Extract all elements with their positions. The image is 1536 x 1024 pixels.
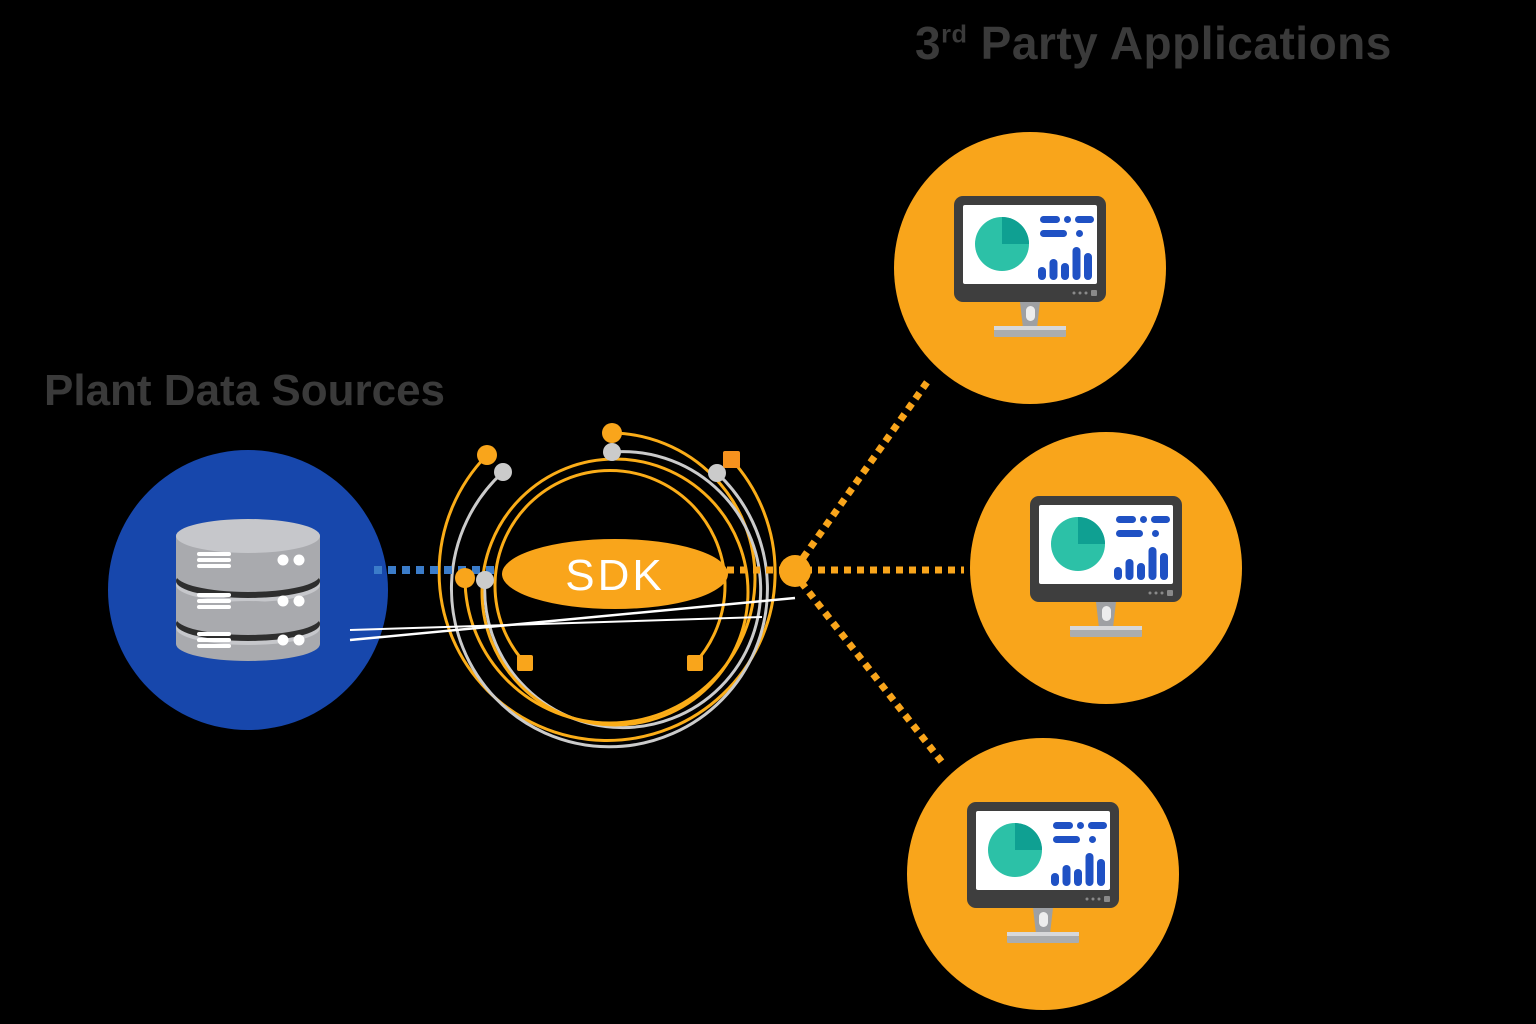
plant-data-sources-node <box>108 450 388 730</box>
title-ordinal-suffix: rd <box>941 20 968 49</box>
sdk-node: SDK <box>502 539 728 609</box>
orange-dotted-connector-bottom <box>798 579 948 769</box>
monitor-dashboard-icon <box>1026 496 1186 642</box>
third-party-app-node-1 <box>894 132 1166 404</box>
page-title: 3rd Party Applications <box>915 16 1392 70</box>
third-party-app-node-3 <box>907 738 1179 1010</box>
orbit-endpoint-dots <box>455 423 740 671</box>
title-number: 3 <box>915 17 942 69</box>
database-icon <box>176 519 320 661</box>
plant-data-sources-label: Plant Data Sources <box>44 366 446 415</box>
hub-dot <box>779 555 811 587</box>
third-party-app-node-2 <box>970 432 1242 704</box>
white-connector-lines <box>349 596 796 642</box>
sdk-label: SDK <box>565 551 664 600</box>
title-text: Party Applications <box>967 17 1392 69</box>
orange-dotted-connector-top <box>800 375 933 561</box>
sdk-orbit-arcs <box>437 431 777 749</box>
sdk-ellipse <box>502 539 728 609</box>
monitor-dashboard-icon <box>963 802 1123 948</box>
monitor-dashboard-icon <box>950 196 1110 342</box>
